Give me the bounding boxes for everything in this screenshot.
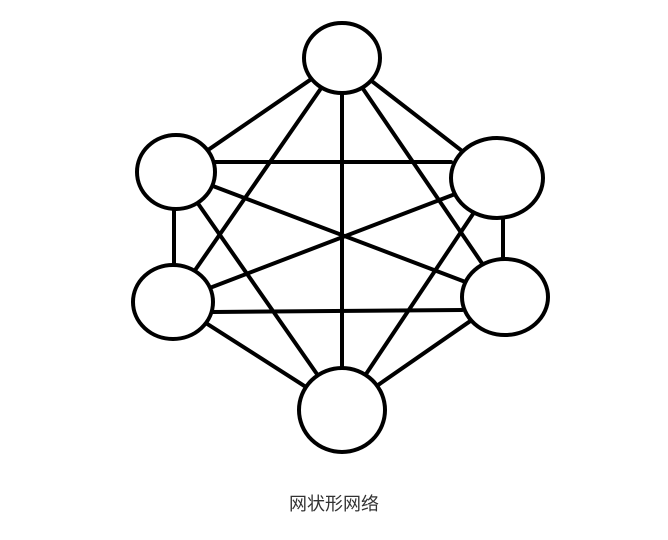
connection-upper-right-bottom bbox=[363, 210, 476, 377]
connection-top-lower-right bbox=[360, 85, 485, 267]
connection-top-lower-left bbox=[192, 85, 324, 273]
node-bottom bbox=[297, 366, 387, 454]
connection-lower-right-bottom bbox=[375, 318, 474, 388]
diagram-caption: 网状形网络 bbox=[289, 494, 379, 515]
node-lower-left bbox=[131, 263, 215, 341]
connections bbox=[172, 76, 505, 390]
connection-upper-left-bottom bbox=[195, 200, 320, 378]
connection-upper-left-lower-right bbox=[210, 183, 468, 284]
nodes bbox=[131, 21, 550, 454]
node-upper-left bbox=[135, 133, 217, 211]
connection-lower-left-bottom bbox=[203, 321, 309, 390]
node-upper-right bbox=[449, 136, 545, 220]
connection-upper-right-lower-left bbox=[207, 192, 457, 290]
connection-top-upper-right bbox=[369, 78, 465, 154]
node-top bbox=[302, 21, 382, 95]
connection-lower-left-lower-right bbox=[211, 308, 464, 314]
node-lower-right bbox=[460, 257, 550, 337]
connection-top-upper-left bbox=[205, 76, 314, 153]
